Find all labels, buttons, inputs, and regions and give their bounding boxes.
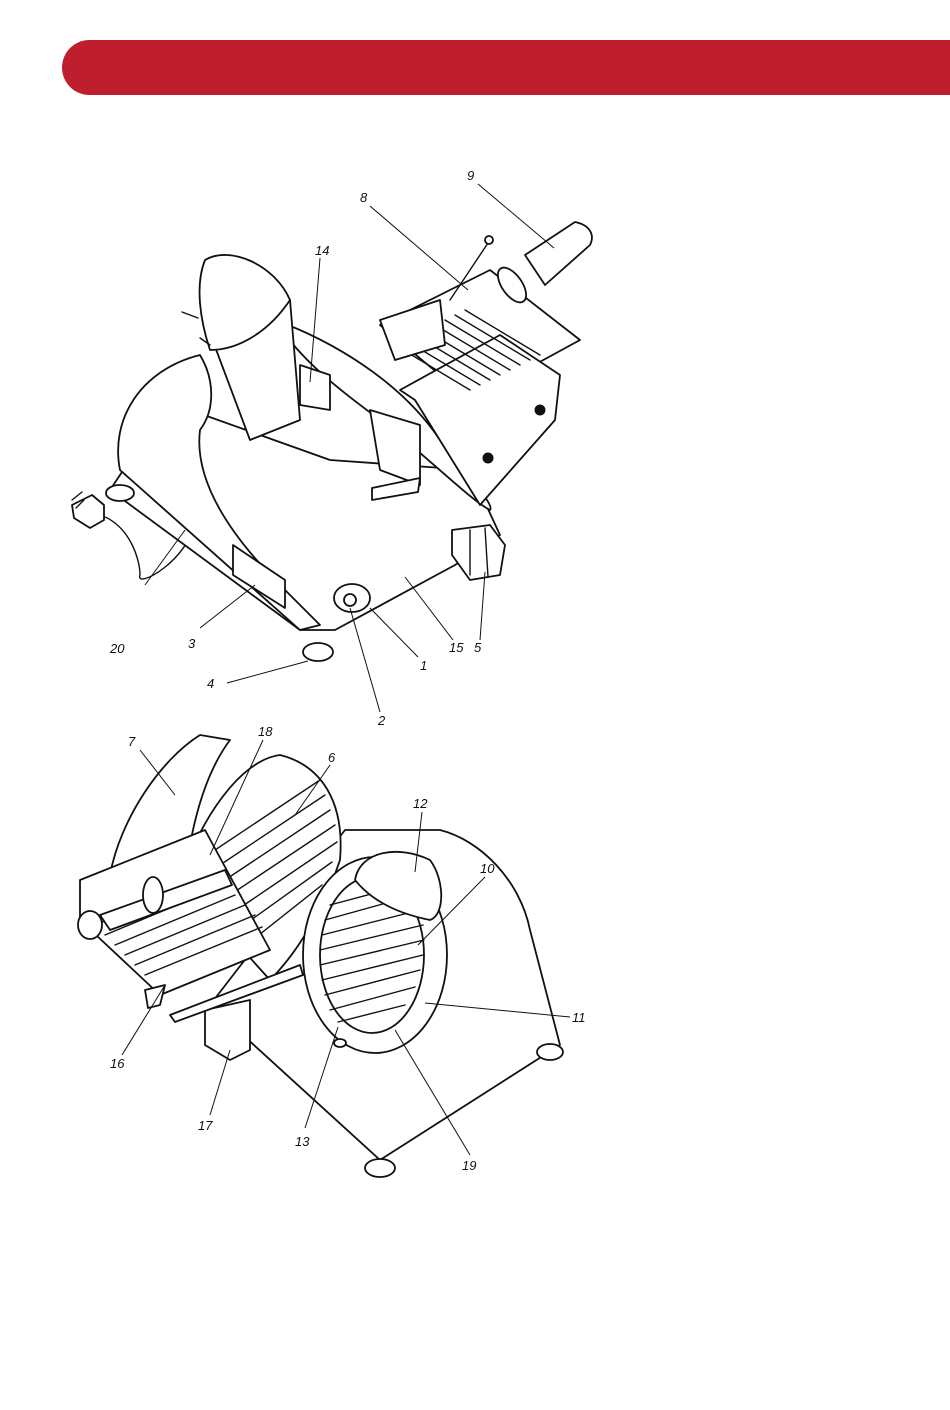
- callout-label: 12: [413, 796, 428, 811]
- power-plug: [72, 495, 104, 528]
- callout-label: 5: [474, 640, 482, 655]
- slicer-bottom-view: [78, 735, 563, 1177]
- callout-label: 14: [315, 243, 329, 258]
- callout-label: 6: [328, 750, 336, 765]
- callout-label: 13: [295, 1134, 310, 1149]
- callout-label: 11: [572, 1010, 586, 1025]
- callout-label: 17: [198, 1118, 213, 1133]
- callout-label: 3: [188, 636, 196, 651]
- callout-label: 19: [462, 1158, 476, 1173]
- slicer-top-view: [72, 222, 592, 661]
- callout-label: 2: [377, 713, 386, 728]
- foot: [365, 1159, 395, 1177]
- callout-label: 7: [128, 734, 136, 749]
- callout-label: 4: [207, 676, 214, 691]
- thickness-knob: [452, 525, 505, 580]
- blade-screw: [334, 1039, 346, 1047]
- callout-label: 15: [449, 640, 464, 655]
- callout-label: 10: [480, 861, 495, 876]
- callout-label: 18: [258, 724, 273, 739]
- callout-label: 9: [467, 168, 474, 183]
- foot: [106, 485, 134, 501]
- callout-label: 20: [109, 641, 125, 656]
- callout-label: 8: [360, 190, 368, 205]
- callout-label: 16: [110, 1056, 125, 1071]
- foot: [303, 643, 333, 661]
- callout-label: 1: [420, 658, 427, 673]
- foot: [537, 1044, 563, 1060]
- carriage-lever: [145, 985, 165, 1008]
